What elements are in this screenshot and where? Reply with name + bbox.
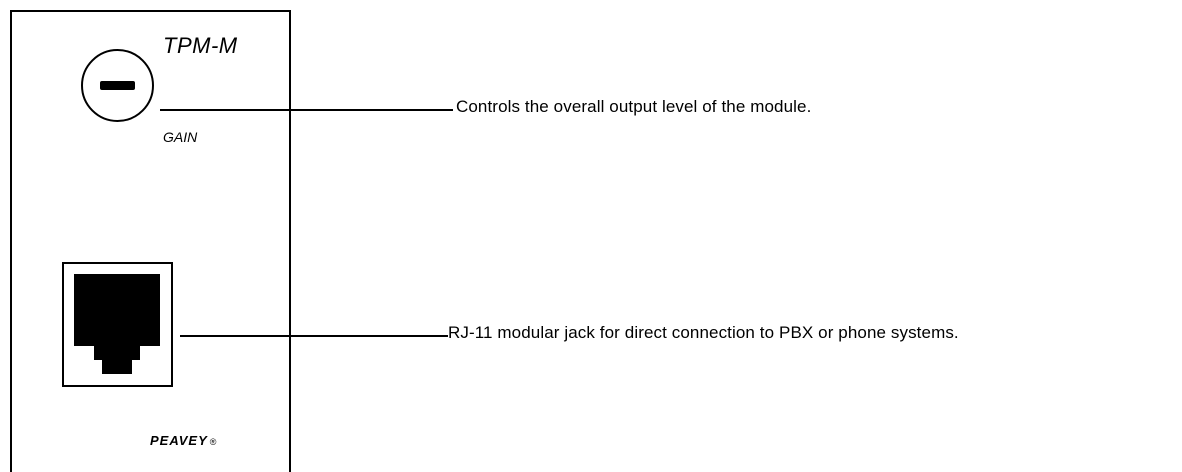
jack-callout: RJ-11 modular jack for direct connection…: [448, 323, 959, 342]
rj11-jack: [62, 262, 173, 387]
brand-logo: PEAVEY®: [150, 433, 217, 448]
jack-leader-line: [180, 335, 448, 337]
gain-knob[interactable]: [81, 49, 154, 122]
module-front-panel: [10, 10, 291, 472]
gain-leader-line: [160, 109, 453, 111]
rj11-jack-icon: [74, 274, 160, 374]
gain-knob-label: GAIN: [163, 129, 198, 145]
registered-mark: ®: [209, 437, 218, 447]
brand-logo-text: PEAVEY: [150, 433, 208, 448]
gain-callout: Controls the overall output level of the…: [456, 97, 812, 116]
gain-knob-slot: [100, 81, 135, 90]
module-name-label: TPM-M: [163, 33, 238, 58]
